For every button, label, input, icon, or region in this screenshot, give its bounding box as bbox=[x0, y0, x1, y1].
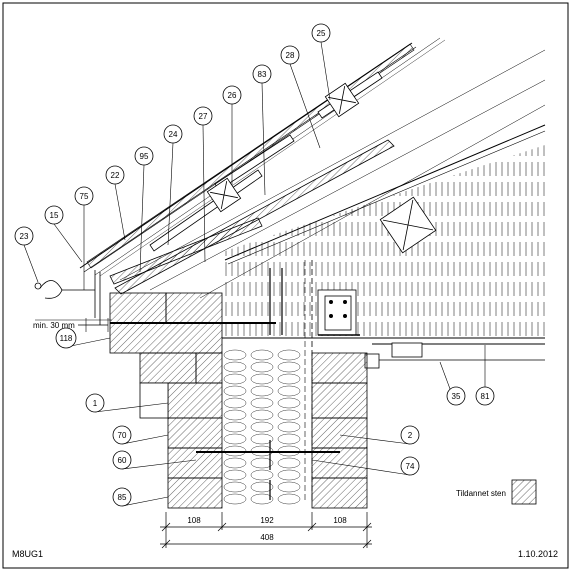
outer-brick-wall bbox=[109, 292, 223, 509]
callout-circle bbox=[252, 64, 272, 84]
roof-layers bbox=[79, 37, 546, 299]
dimension-lines bbox=[160, 512, 372, 549]
leader-line bbox=[339, 434, 411, 445]
leader-line bbox=[121, 496, 169, 507]
callout-label: 70 bbox=[118, 431, 127, 440]
callout-24: 24 bbox=[163, 124, 183, 246]
callout-label: 26 bbox=[228, 91, 237, 100]
callout-label: 74 bbox=[406, 462, 415, 471]
drawing-code: M8UG1 bbox=[12, 549, 43, 559]
callout-circle bbox=[163, 124, 183, 144]
dim-seg3: 108 bbox=[333, 516, 347, 525]
callout-label: 95 bbox=[140, 152, 149, 161]
callout-label: 15 bbox=[50, 211, 59, 220]
legend-label: Tildannet sten bbox=[456, 489, 506, 498]
callout-label: 83 bbox=[258, 70, 267, 79]
callout-circle bbox=[193, 106, 213, 126]
leader-line bbox=[121, 434, 169, 445]
callout-label: 25 bbox=[317, 29, 326, 38]
callout-15: 15 bbox=[44, 205, 83, 263]
callout-circle bbox=[74, 186, 94, 206]
callout-74: 74 bbox=[311, 456, 420, 476]
callout-75: 75 bbox=[74, 186, 94, 290]
leader-line bbox=[53, 223, 83, 263]
callout-circle bbox=[311, 23, 331, 43]
callout-label: 60 bbox=[118, 456, 127, 465]
callout-22: 22 bbox=[105, 165, 126, 241]
leader-line bbox=[311, 459, 411, 476]
leader-line bbox=[261, 82, 266, 196]
callout-circle bbox=[112, 450, 132, 470]
eave-gutter bbox=[34, 270, 109, 332]
leader-line bbox=[23, 244, 39, 283]
drawing-date: 1.10.2012 bbox=[518, 549, 558, 559]
callout-25: 25 bbox=[311, 23, 331, 101]
callout-1: 1 bbox=[85, 393, 169, 413]
callout-27: 27 bbox=[193, 106, 213, 263]
callout-circle bbox=[14, 226, 34, 246]
callout-circle bbox=[400, 456, 420, 476]
inner-brick-wall bbox=[311, 289, 368, 509]
callout-label: 22 bbox=[111, 171, 120, 180]
leader-line bbox=[289, 63, 321, 149]
callout-85: 85 bbox=[112, 487, 169, 507]
callout-label: 24 bbox=[169, 130, 178, 139]
callout-group: 25 28 83 26 27 24 95 22 75 15 23 118 1 70 60 85 2 74 35 81 bbox=[14, 23, 495, 507]
callout-23: 23 bbox=[14, 226, 39, 283]
dim-seg1: 108 bbox=[187, 516, 201, 525]
leader-line bbox=[121, 459, 197, 470]
dim-seg2: 192 bbox=[260, 516, 274, 525]
callout-118: 118 bbox=[55, 327, 111, 349]
callout-circle bbox=[55, 327, 77, 349]
callout-83: 83 bbox=[252, 64, 272, 196]
callout-label: 1 bbox=[93, 399, 98, 408]
dim-total: 408 bbox=[260, 533, 274, 542]
callout-circle bbox=[280, 45, 300, 65]
callout-70: 70 bbox=[112, 425, 169, 445]
sheet-frame bbox=[2, 2, 569, 569]
callout-95: 95 bbox=[134, 146, 154, 273]
callout-circle bbox=[112, 425, 132, 445]
ceiling-batten bbox=[391, 342, 423, 358]
leader-line bbox=[167, 142, 174, 246]
callout-60: 60 bbox=[112, 450, 197, 470]
callout-26: 26 bbox=[222, 85, 242, 185]
leader-line bbox=[202, 124, 206, 263]
leader-line bbox=[320, 41, 331, 101]
callout-circle bbox=[134, 146, 154, 166]
leader-line bbox=[65, 337, 111, 348]
callout-label: 35 bbox=[452, 392, 461, 401]
callout-35: 35 bbox=[439, 361, 466, 406]
callout-circle bbox=[105, 165, 125, 185]
callout-circle bbox=[85, 393, 105, 413]
callout-circle bbox=[222, 85, 242, 105]
callout-label: 23 bbox=[20, 232, 29, 241]
callout-circle bbox=[44, 205, 64, 225]
callout-81: 81 bbox=[475, 345, 495, 406]
leader-line bbox=[94, 402, 169, 413]
callout-label: 28 bbox=[286, 51, 295, 60]
callout-circle bbox=[112, 487, 132, 507]
leader-line bbox=[114, 183, 126, 241]
callout-label: 75 bbox=[80, 192, 89, 201]
cavity-insulation bbox=[223, 349, 301, 505]
callout-28: 28 bbox=[280, 45, 321, 149]
callout-circle bbox=[400, 425, 420, 445]
callout-2: 2 bbox=[339, 425, 420, 445]
callout-label: 118 bbox=[60, 334, 73, 343]
leader-line bbox=[139, 164, 145, 273]
callout-label: 85 bbox=[118, 493, 127, 502]
callout-label: 81 bbox=[481, 392, 490, 401]
legend-swatch bbox=[511, 479, 537, 505]
callout-circle bbox=[446, 386, 466, 406]
callout-circle bbox=[475, 386, 495, 406]
min-dimension-label: min. 30 mm bbox=[33, 321, 75, 330]
callout-label: 2 bbox=[408, 431, 413, 440]
callout-label: 27 bbox=[199, 112, 208, 121]
